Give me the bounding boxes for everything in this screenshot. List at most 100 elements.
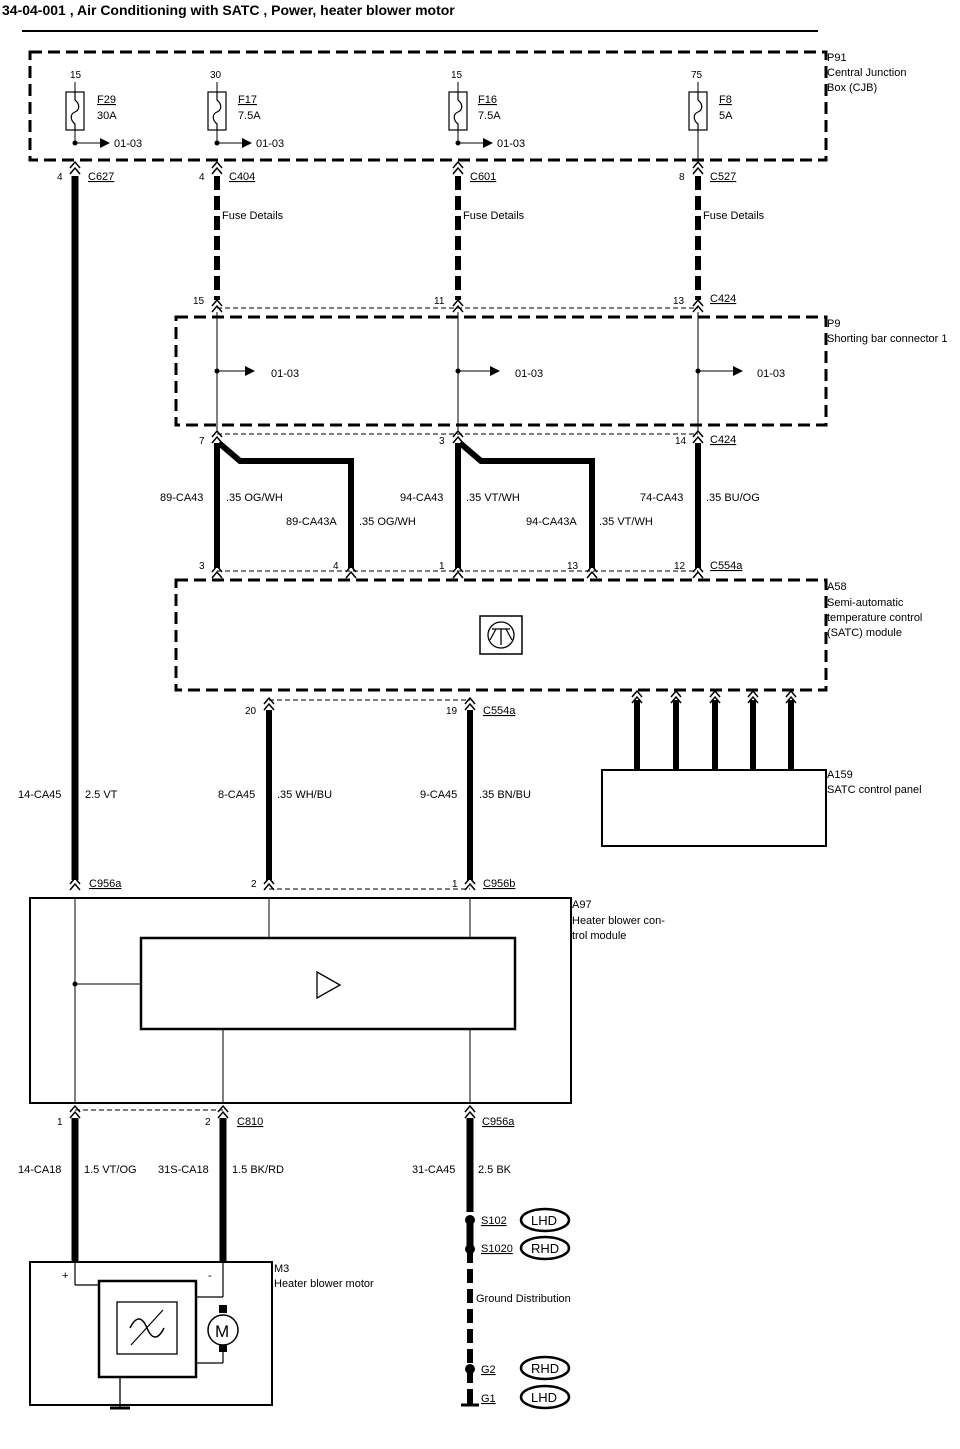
a58-bottom-pin-1: 20 — [245, 706, 257, 717]
connector-chevrons-a97-bottom — [69, 1104, 476, 1119]
fuse-f8: 75 F8 5A — [688, 70, 733, 160]
arrow-right-icon — [242, 138, 252, 148]
m3-id: M3 — [274, 1263, 289, 1275]
wire-14-ca45-id: 14-CA45 — [18, 789, 61, 801]
p9-box — [174, 315, 828, 427]
fuse-details-label-3: Fuse Details — [703, 210, 765, 222]
p9-top-pin-2: 11 — [434, 296, 445, 307]
fuse-name: F16 — [478, 94, 497, 106]
fuse-rating: 7.5A — [238, 110, 261, 122]
lhd-badge-2 — [519, 1384, 571, 1410]
splice-s102-tag: LHD — [531, 1213, 557, 1228]
a97-name-line2: trol module — [572, 930, 626, 942]
p9-bottom-pin-3: 14 — [675, 436, 687, 447]
motor-plus-label: + — [62, 1270, 68, 1282]
m3-name: Heater blower motor — [274, 1278, 374, 1290]
a97-top-pin-2: 1 — [452, 879, 458, 890]
pin-c404: 4 — [199, 172, 205, 183]
connector-c404: C404 — [229, 171, 255, 183]
ground-g1-name: G1 — [481, 1393, 496, 1405]
wire-74-ca43-id: 74-CA43 — [640, 492, 683, 504]
fuse-feed: 15 — [451, 70, 463, 81]
fuse-rating: 30A — [97, 110, 117, 122]
wire-31s-ca18-id: 31S-CA18 — [158, 1164, 209, 1176]
fuse-f29: 15 F29 30A 01-03 — [65, 70, 142, 150]
fuse-element-icon — [70, 92, 80, 130]
fuse-ref: 01-03 — [497, 138, 525, 150]
a97-name-line1: Heater blower con- — [572, 915, 665, 927]
p91-id: P91 — [827, 52, 847, 64]
connector-chevrons-cjb — [69, 160, 704, 175]
wire-31-ca45-spec: 2.5 BK — [478, 1164, 512, 1176]
p9-ref-3: 01-03 — [757, 368, 785, 380]
fuse-name: F29 — [97, 94, 116, 106]
a97-top-pin-1: 2 — [251, 879, 257, 890]
p9-ref-2: 01-03 — [515, 368, 543, 380]
a58-bottom-pin-2: 19 — [446, 706, 458, 717]
transistor-icon — [479, 615, 523, 655]
fuse-name: F17 — [238, 94, 257, 106]
a159-id: A159 — [827, 769, 853, 781]
wire-8-ca45-spec: .35 WH/BU — [277, 789, 332, 801]
p9-bottom-connector: C424 — [710, 434, 736, 446]
wire-31s-ca18-spec: 1.5 BK/RD — [232, 1164, 284, 1176]
wire-94-ca43a-id: 94-CA43A — [526, 516, 577, 528]
a58-top-pin-3: 1 — [439, 561, 445, 572]
wire-31-ca45-id: 31-CA45 — [412, 1164, 455, 1176]
p9-top-pin-1: 15 — [193, 296, 205, 307]
p91-name-line1: Central Junction — [827, 67, 907, 79]
fuse-feed: 75 — [691, 70, 703, 81]
fuse-ref: 01-03 — [114, 138, 142, 150]
connector-chevrons-a58-top — [211, 564, 704, 579]
p9-top-connector: C424 — [710, 293, 736, 305]
p9-top-pin-3: 13 — [673, 296, 685, 307]
fuse-feed: 15 — [70, 70, 82, 81]
motor-letter: M — [215, 1322, 229, 1341]
a97-internal — [72, 898, 517, 1103]
a58-name-line1: Semi-automatic — [827, 597, 904, 609]
wire-9-ca45-spec: .35 BN/BU — [479, 789, 531, 801]
wire-89-ca43-spec: .35 OG/WH — [226, 492, 283, 504]
a97-right-connector: C956b — [483, 878, 515, 890]
fuse-details-label-2: Fuse Details — [463, 210, 525, 222]
a58-top-connector: C554a — [710, 560, 743, 572]
connector-chevrons-p9-top — [211, 298, 704, 313]
a58-top-pin-2: 4 — [333, 561, 339, 572]
mid-wires — [214, 440, 701, 568]
a159-box — [601, 769, 827, 847]
a58-id: A58 — [827, 581, 847, 593]
motor-minus-label: - — [208, 1270, 212, 1282]
connector-chevrons-a58-bottom — [263, 696, 476, 711]
wire-9-ca45-id: 9-CA45 — [420, 789, 457, 801]
wire-89-ca43a-id: 89-CA43A — [286, 516, 337, 528]
ground-g2-tag: RHD — [531, 1361, 559, 1376]
connector-c601: C601 — [470, 171, 496, 183]
wire-94-ca43a-spec: .35 VT/WH — [599, 516, 653, 528]
splice-s102-name: S102 — [481, 1215, 507, 1227]
arrow-right-icon — [483, 138, 493, 148]
fuse-feed: 30 — [210, 70, 222, 81]
splice-s1020-tag: RHD — [531, 1241, 559, 1256]
p9-internal-wires — [214, 312, 743, 430]
a58-top-pin-5: 12 — [674, 561, 686, 572]
page-title: 34-04-001 , Air Conditioning with SATC ,… — [2, 2, 455, 18]
connector-chevrons-a97-top — [69, 876, 476, 891]
a97-bottom-connector: C810 — [237, 1116, 263, 1128]
p9-bottom-pin-2: 3 — [439, 436, 445, 447]
motor-icon — [207, 1314, 239, 1346]
fuse-details-label-1: Fuse Details — [222, 210, 284, 222]
wire-14-ca18-id: 14-CA18 — [18, 1164, 61, 1176]
wire-89-ca43a-spec: .35 OG/WH — [359, 516, 416, 528]
a97-bottom-pin-1: 1 — [57, 1117, 63, 1128]
fuse-f17: 30 F17 7.5A 01-03 — [207, 70, 284, 150]
pin-c527: 8 — [679, 172, 685, 183]
p9-name: Shorting bar connector 1 — [827, 333, 947, 345]
fuse-name: F8 — [719, 94, 732, 106]
connector-chevrons-p9-bottom — [211, 429, 704, 444]
a97-ground-connector: C956a — [482, 1116, 515, 1128]
a159-harness — [631, 689, 797, 770]
arrow-right-icon — [490, 366, 500, 376]
ground-path — [461, 1118, 479, 1407]
